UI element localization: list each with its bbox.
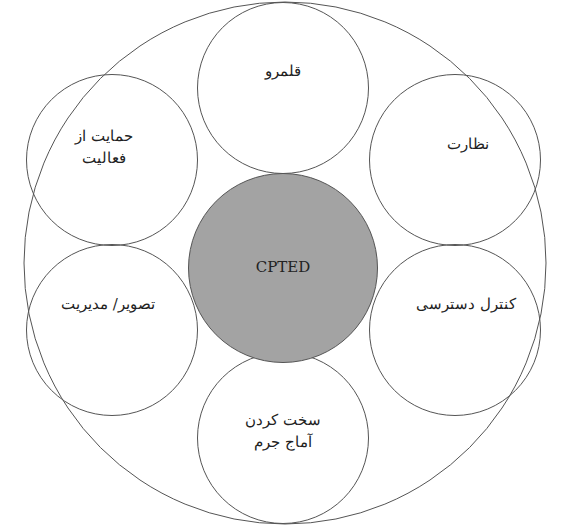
text-wrap: قلمرو (228, 61, 338, 83)
outer-circle (24, 2, 546, 524)
center-label: CPTED (223, 257, 343, 279)
petal-node: قلمرو (197, 2, 369, 174)
petal-circle (27, 75, 198, 246)
center-node: CPTED (188, 173, 378, 363)
petal-circle (198, 3, 369, 174)
node-outline (197, 2, 369, 174)
text-wrap: کنترل دسترسی (411, 294, 521, 316)
text-wrap: CPTED (223, 257, 343, 279)
text-wrap: حمایت از فعالیت (68, 126, 140, 170)
petal-node: کنترل دسترسی (369, 244, 541, 416)
petal-label: سخت کردن آماج جرم (238, 410, 328, 454)
text-wrap: سخت کردن آماج جرم (238, 410, 328, 454)
petal-label: حمایت از فعالیت (68, 126, 140, 170)
petal-circle (370, 245, 541, 416)
petal-label: کنترل دسترسی (411, 294, 521, 316)
text-wrap: نظارت (418, 134, 518, 156)
node-outline (369, 74, 541, 246)
petal-node: تصویر/ مدیریت (26, 244, 198, 416)
petal-node: سخت کردن آماج جرم (197, 352, 369, 524)
node-outline (26, 244, 198, 416)
text-wrap: تصویر/ مدیریت (48, 294, 168, 316)
petal-circle (27, 245, 198, 416)
petal-node: نظارت (369, 74, 541, 246)
petal-circle (370, 75, 541, 246)
petal-label: قلمرو (228, 61, 338, 83)
center-circle (189, 174, 378, 363)
petal-circle (198, 353, 369, 524)
petal-label: تصویر/ مدیریت (48, 294, 168, 316)
petal-node: حمایت از فعالیت (26, 74, 198, 246)
petal-label: نظارت (418, 134, 518, 156)
node-outline (369, 244, 541, 416)
